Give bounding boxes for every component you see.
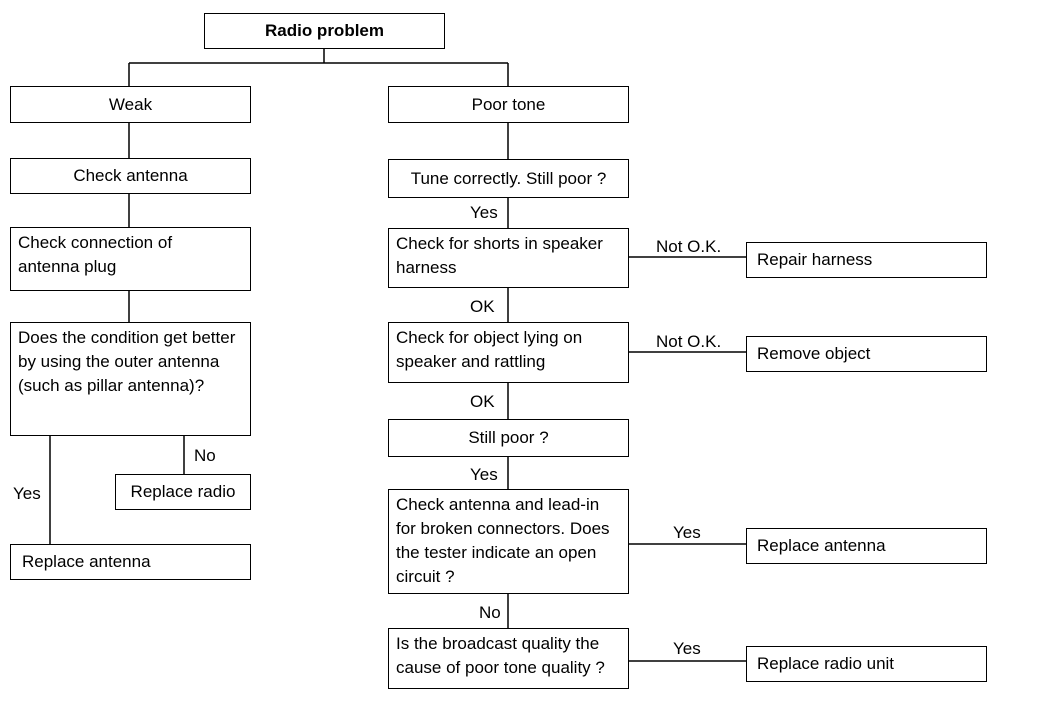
check-antenna-box: Check antenna	[10, 158, 251, 194]
check-connection-text: Check connection of antenna plug	[18, 233, 173, 276]
label-no-lead-in: No	[479, 603, 501, 622]
check-lead-in-text: Check antenna and lead-in for broken con…	[396, 495, 610, 586]
weak-text: Weak	[108, 94, 153, 114]
condition-question-box: Does the condition get better by using t…	[10, 322, 251, 436]
check-object-box: Check for object lying on speaker and ra…	[388, 322, 629, 383]
radio-problem-text: Radio problem	[264, 21, 384, 40]
tune-correctly-text: Tune correctly. Still poor ?	[410, 168, 607, 188]
broadcast-quality-text: Is the broadcast quality the cause of po…	[396, 634, 605, 677]
label-yes-tune: Yes	[470, 203, 498, 222]
label-ok-shorts: OK	[470, 297, 495, 316]
remove-object-text: Remove object	[757, 344, 871, 363]
label-not-ok-object: Not O.K.	[656, 332, 722, 351]
label-not-ok-shorts: Not O.K.	[656, 237, 722, 256]
repair-harness-box: Repair harness	[746, 242, 987, 278]
tune-correctly-box: Tune correctly. Still poor ?	[388, 159, 629, 198]
check-connection-box: Check connection of antenna plug	[10, 227, 251, 291]
check-shorts-text: Check for shorts in speaker harness	[396, 234, 603, 277]
remove-object-box: Remove object	[746, 336, 987, 372]
replace-antenna-left-text: Replace antenna	[22, 552, 151, 571]
label-ok-object: OK	[470, 392, 495, 411]
radio-problem-box: Radio problem	[204, 13, 445, 49]
broadcast-quality-box: Is the broadcast quality the cause of po…	[388, 628, 629, 689]
replace-radio-unit-text: Replace radio unit	[757, 654, 895, 673]
still-poor-box: Still poor ?	[388, 419, 629, 457]
replace-antenna-left-box: Replace antenna	[10, 544, 251, 580]
poor-tone-text: Poor tone	[471, 94, 546, 114]
replace-antenna-right-box: Replace antenna	[746, 528, 987, 564]
repair-harness-text: Repair harness	[757, 250, 873, 269]
weak-box: Weak	[10, 86, 251, 123]
replace-antenna-right-text: Replace antenna	[757, 536, 886, 555]
label-yes-left: Yes	[13, 484, 41, 503]
check-lead-in-box: Check antenna and lead-in for broken con…	[388, 489, 629, 594]
replace-radio-text: Replace radio	[130, 482, 236, 501]
still-poor-text: Still poor ?	[468, 428, 549, 447]
label-yes-broadcast: Yes	[673, 639, 701, 658]
condition-question-text: Does the condition get better by using t…	[18, 328, 236, 395]
check-shorts-box: Check for shorts in speaker harness	[388, 228, 629, 288]
poor-tone-box: Poor tone	[388, 86, 629, 123]
label-no-left: No	[194, 446, 216, 465]
check-object-text: Check for object lying on speaker and ra…	[396, 328, 583, 371]
label-yes-still-poor: Yes	[470, 465, 498, 484]
replace-radio-box: Replace radio	[115, 474, 251, 510]
label-yes-lead-in: Yes	[673, 523, 701, 542]
check-antenna-text: Check antenna	[73, 166, 188, 185]
replace-radio-unit-box: Replace radio unit	[746, 646, 987, 682]
